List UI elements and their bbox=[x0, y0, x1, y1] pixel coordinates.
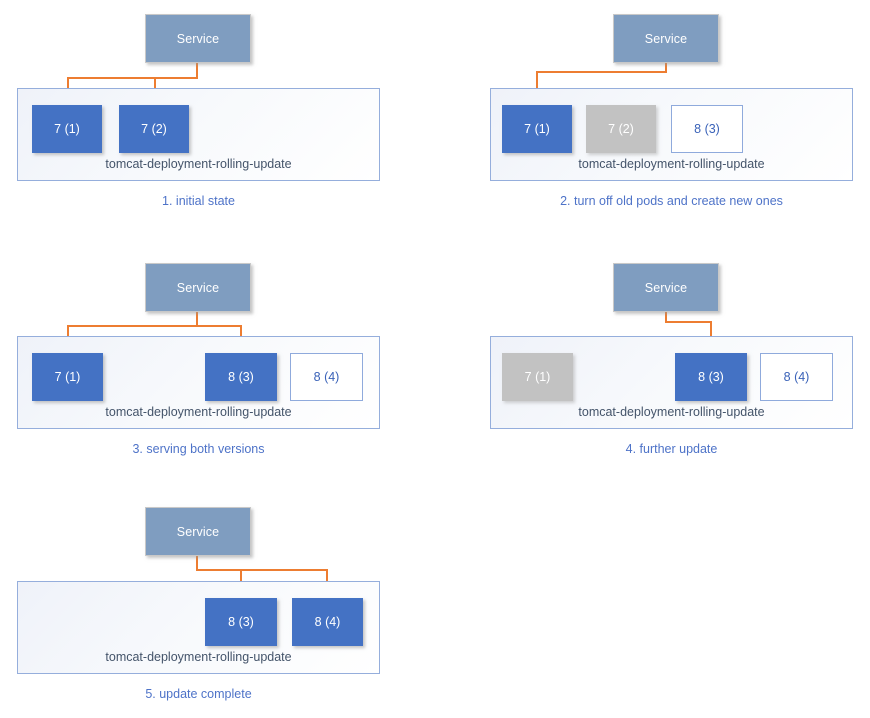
panel-1-pod-1[interactable]: 7 (2) bbox=[119, 105, 189, 153]
pod-label: 8 (3) bbox=[694, 122, 720, 136]
panel-3-pod-2[interactable]: 8 (4) bbox=[290, 353, 363, 401]
panel-1-caption: 1. initial state bbox=[162, 194, 235, 208]
pod-label: 8 (4) bbox=[314, 615, 341, 629]
panel-4-pod-1[interactable]: 8 (3) bbox=[675, 353, 747, 401]
panel-3-service-box[interactable]: Service bbox=[145, 263, 251, 312]
panel-2-service-box[interactable]: Service bbox=[613, 14, 719, 63]
service-label: Service bbox=[176, 280, 220, 295]
panel-4-caption: 4. further update bbox=[625, 442, 718, 456]
pod-label: 8 (3) bbox=[698, 370, 724, 384]
panel-2-pod-2[interactable]: 8 (3) bbox=[671, 105, 743, 153]
deployment-label: tomcat-deployment-rolling-update bbox=[105, 405, 292, 419]
pod-label: 7 (1) bbox=[54, 122, 80, 136]
deployment-label: tomcat-deployment-rolling-update bbox=[578, 157, 765, 171]
pod-label: 7 (1) bbox=[54, 370, 81, 384]
panel-5-caption: 5. update complete bbox=[145, 687, 252, 701]
panel-1-pod-0[interactable]: 7 (1) bbox=[32, 105, 102, 153]
panel-4-pod-0[interactable]: 7 (1) bbox=[502, 353, 573, 401]
deployment-label: tomcat-deployment-rolling-update bbox=[578, 405, 765, 419]
pod-label: 7 (2) bbox=[608, 122, 634, 136]
panel-1-service-box[interactable]: Service bbox=[145, 14, 251, 63]
panel-3-pod-0[interactable]: 7 (1) bbox=[32, 353, 103, 401]
service-label: Service bbox=[176, 31, 220, 46]
panel-5-service-box[interactable]: Service bbox=[145, 507, 251, 556]
panel-5-pod-0[interactable]: 8 (3) bbox=[205, 598, 277, 646]
service-label: Service bbox=[176, 524, 220, 539]
panel-2-pod-1[interactable]: 7 (2) bbox=[586, 105, 656, 153]
pod-label: 8 (3) bbox=[228, 615, 254, 629]
panel-2-caption: 2. turn off old pods and create new ones bbox=[560, 194, 783, 208]
pod-label: 8 (4) bbox=[783, 370, 810, 384]
service-label: Service bbox=[644, 31, 688, 46]
pod-label: 7 (2) bbox=[141, 122, 167, 136]
pod-label: 7 (1) bbox=[524, 122, 550, 136]
panel-5-pod-1[interactable]: 8 (4) bbox=[292, 598, 363, 646]
pod-label: 8 (4) bbox=[313, 370, 340, 384]
panel-3-pod-1[interactable]: 8 (3) bbox=[205, 353, 277, 401]
deployment-label: tomcat-deployment-rolling-update bbox=[105, 650, 292, 664]
panel-1-deployment-box[interactable]: tomcat-deployment-rolling-update bbox=[17, 88, 380, 181]
panel-4-pod-2[interactable]: 8 (4) bbox=[760, 353, 833, 401]
deployment-label: tomcat-deployment-rolling-update bbox=[105, 157, 292, 171]
pod-label: 7 (1) bbox=[524, 370, 551, 384]
panel-3-caption: 3. serving both versions bbox=[132, 442, 265, 456]
panel-2-pod-0[interactable]: 7 (1) bbox=[502, 105, 572, 153]
panel-4-service-box[interactable]: Service bbox=[613, 263, 719, 312]
pod-label: 8 (3) bbox=[228, 370, 254, 384]
service-label: Service bbox=[644, 280, 688, 295]
